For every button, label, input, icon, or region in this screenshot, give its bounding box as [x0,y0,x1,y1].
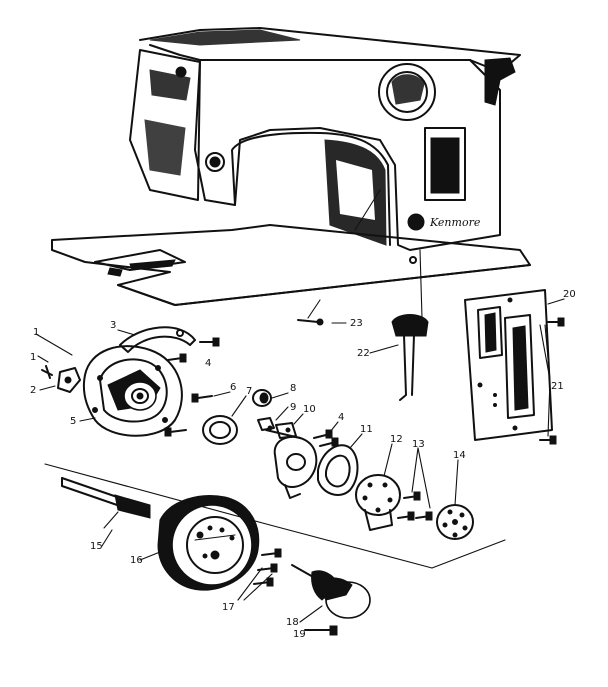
part-label: 13 [412,439,425,450]
screws-17 [237,548,282,601]
part-label: 1 [33,327,39,338]
part-label: 7 [246,386,252,397]
gear-plate-12 [355,474,401,531]
screw-19 [304,625,338,636]
part-label: 5 [70,416,76,427]
part-labels: 1 1 2 3 4 5 6 7 8 9 10 4 11 12 13 14 15 … [30,289,576,640]
parts-9-10 [257,417,301,439]
screws-4 [313,429,339,447]
cam-11 [317,444,359,496]
bracket-3 [119,326,220,353]
part-label: 11 [360,424,373,435]
label-leaders [37,298,565,561]
brand-text: Kenmore [429,216,481,229]
part-label: 21 [551,381,564,392]
screw-6 [164,393,213,437]
ring-7 [202,415,238,445]
part-label: 15 [90,541,103,552]
part-label: 23 [350,318,363,329]
part-label: 2 [30,385,36,396]
dial-16 [157,495,260,591]
reference-lines [44,189,506,569]
screws-13 [397,447,433,521]
side-cover-plate [464,289,565,445]
housing-5 [82,345,187,437]
part-label: 12 [390,434,403,445]
part-label: 3 [110,320,116,331]
part-label: 16 [130,555,143,566]
stitch-lever [391,249,429,401]
disc-14 [436,459,474,540]
part-label: 20 [563,289,576,300]
knob-18 [291,564,371,623]
shaft-15 [61,477,151,529]
part-label: 4 [205,358,211,369]
part-1-2 [35,333,81,393]
machine-head: Kenmore [51,27,531,306]
plate-10 [273,435,318,499]
screw-23 [297,299,324,326]
part-label: 6 [230,382,236,393]
part-label: 8 [290,383,296,394]
part-label: 1 [30,352,36,363]
cam-8 [252,389,272,407]
part-label: 17 [222,602,235,613]
part-label: 10 [303,404,316,415]
part-label: 4 [338,412,344,423]
part-label: 22 [357,348,370,359]
part-label: 18 [286,617,299,628]
part-label: 14 [453,450,466,461]
part-label: 19 [293,629,306,640]
part-label: 9 [290,402,296,413]
